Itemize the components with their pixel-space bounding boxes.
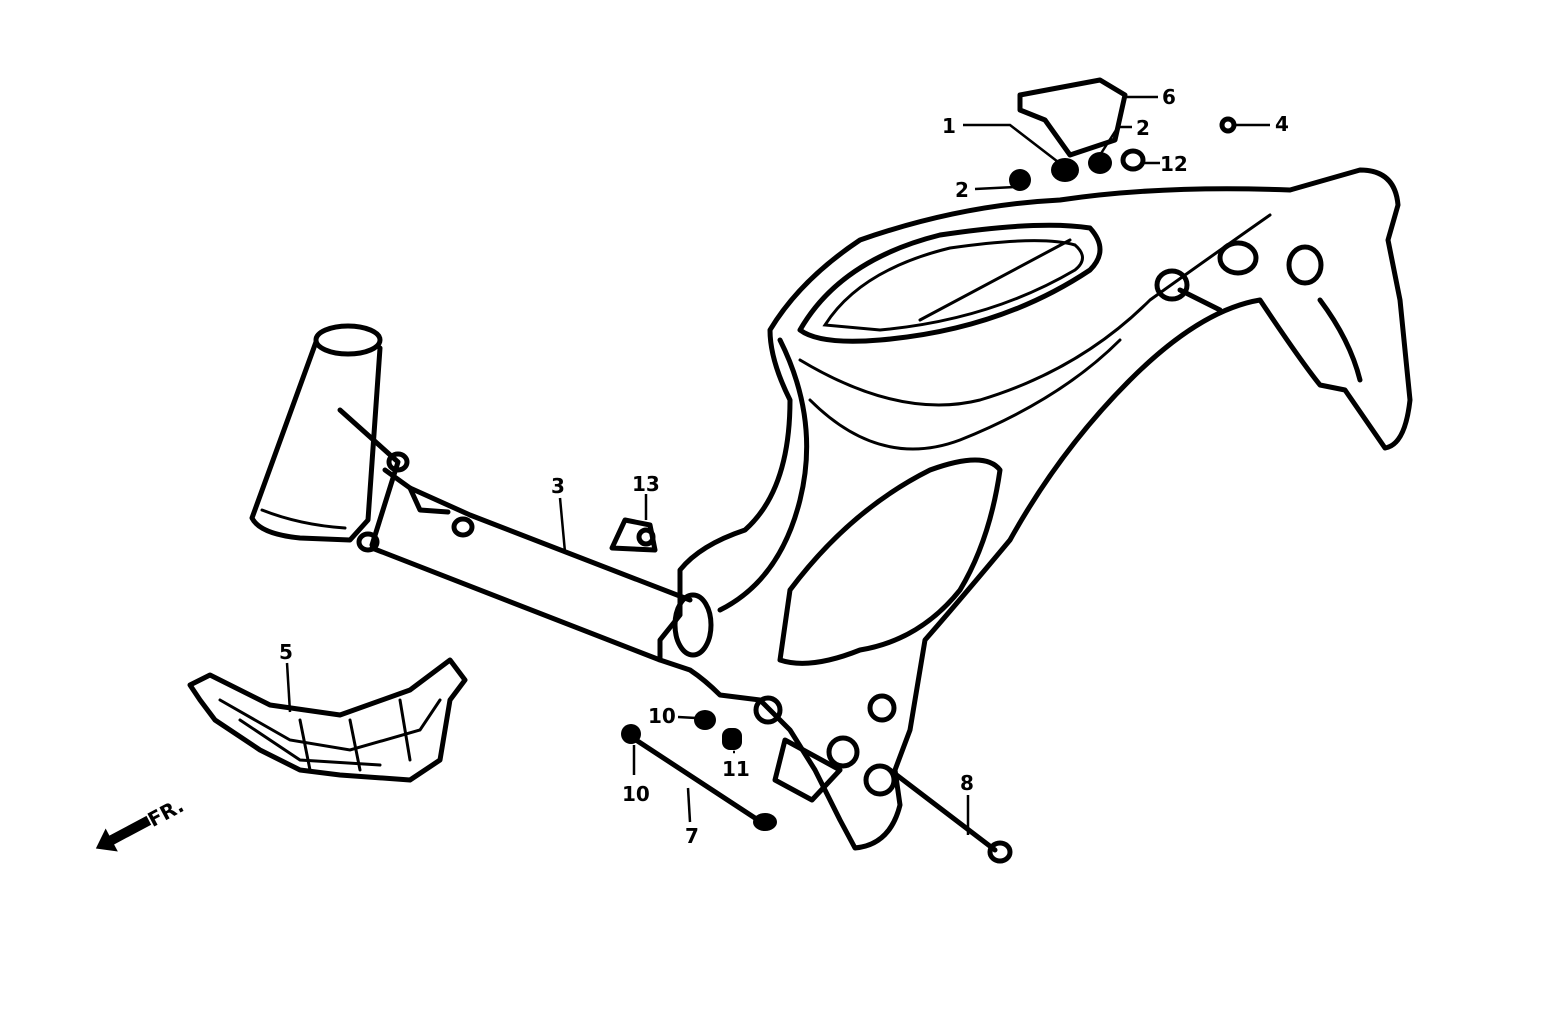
callout-3: 3 <box>551 474 565 498</box>
down-tube <box>356 451 693 663</box>
callout-1: 1 <box>942 114 956 138</box>
callout-12: 12 <box>1160 152 1188 176</box>
callout-5: 5 <box>279 640 293 664</box>
callout-8: 8 <box>960 771 974 795</box>
callout-11: 11 <box>722 757 750 781</box>
callout-10: 10 <box>648 704 676 728</box>
head-pipe <box>249 323 401 548</box>
small-parts <box>609 77 1237 750</box>
callout-2: 2 <box>1136 116 1150 140</box>
leader-lines <box>285 95 1270 835</box>
callout-2: 2 <box>955 178 969 202</box>
callout-13: 13 <box>632 472 660 496</box>
callout-7: 7 <box>685 824 699 848</box>
front-direction-arrow: FR. <box>95 793 188 852</box>
bolt-8 <box>887 767 1013 864</box>
bolt-7 <box>621 724 777 831</box>
callout-10: 10 <box>622 782 650 806</box>
svg-text:FR.: FR. <box>144 793 188 832</box>
under-cover <box>187 657 468 783</box>
callout-4: 4 <box>1275 112 1289 136</box>
callout-6: 6 <box>1162 85 1176 109</box>
main-frame <box>657 167 1413 851</box>
